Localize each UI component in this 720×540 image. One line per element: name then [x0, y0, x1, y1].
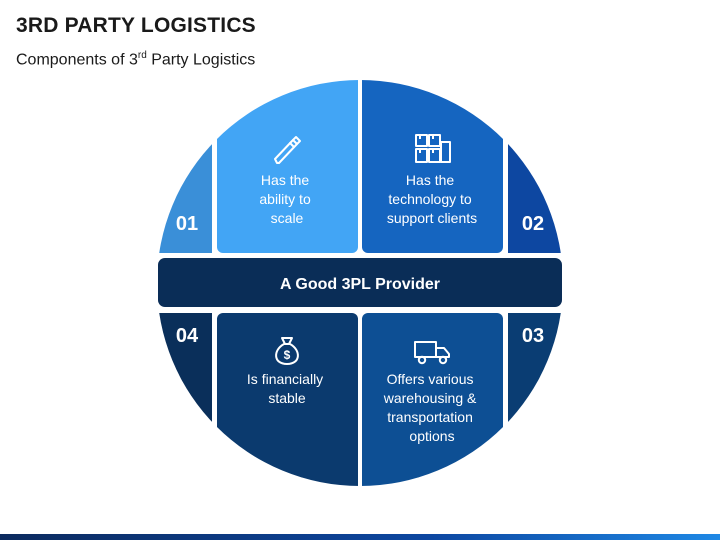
card-01	[217, 80, 358, 253]
component-number-03: 03	[522, 325, 544, 347]
pencil-icon	[274, 136, 301, 164]
card-04	[217, 313, 358, 486]
card-text-03: Offers various warehousing & transportat…	[383, 371, 481, 444]
card-text-02: Has the technology to support clients	[387, 172, 477, 226]
page-title: 3RD PARTY LOGISTICS	[16, 14, 256, 37]
component-number-04: 04	[176, 325, 199, 347]
center-band	[158, 258, 562, 307]
money-bag-icon: $	[275, 337, 299, 365]
component-number-01: 01	[176, 213, 198, 235]
center-band-label: A Good 3PL Provider	[280, 276, 440, 293]
svg-text:$: $	[284, 348, 291, 362]
component-number-02: 02	[522, 213, 544, 235]
truck-icon	[414, 341, 450, 365]
footer-bar	[0, 534, 720, 540]
card-text-01: Has the ability to scale	[259, 172, 314, 226]
card-text-04: Is financially stable	[247, 371, 327, 406]
boxes-icon	[415, 134, 451, 163]
page-subtitle: Components of 3rd Party Logistics	[16, 50, 256, 69]
